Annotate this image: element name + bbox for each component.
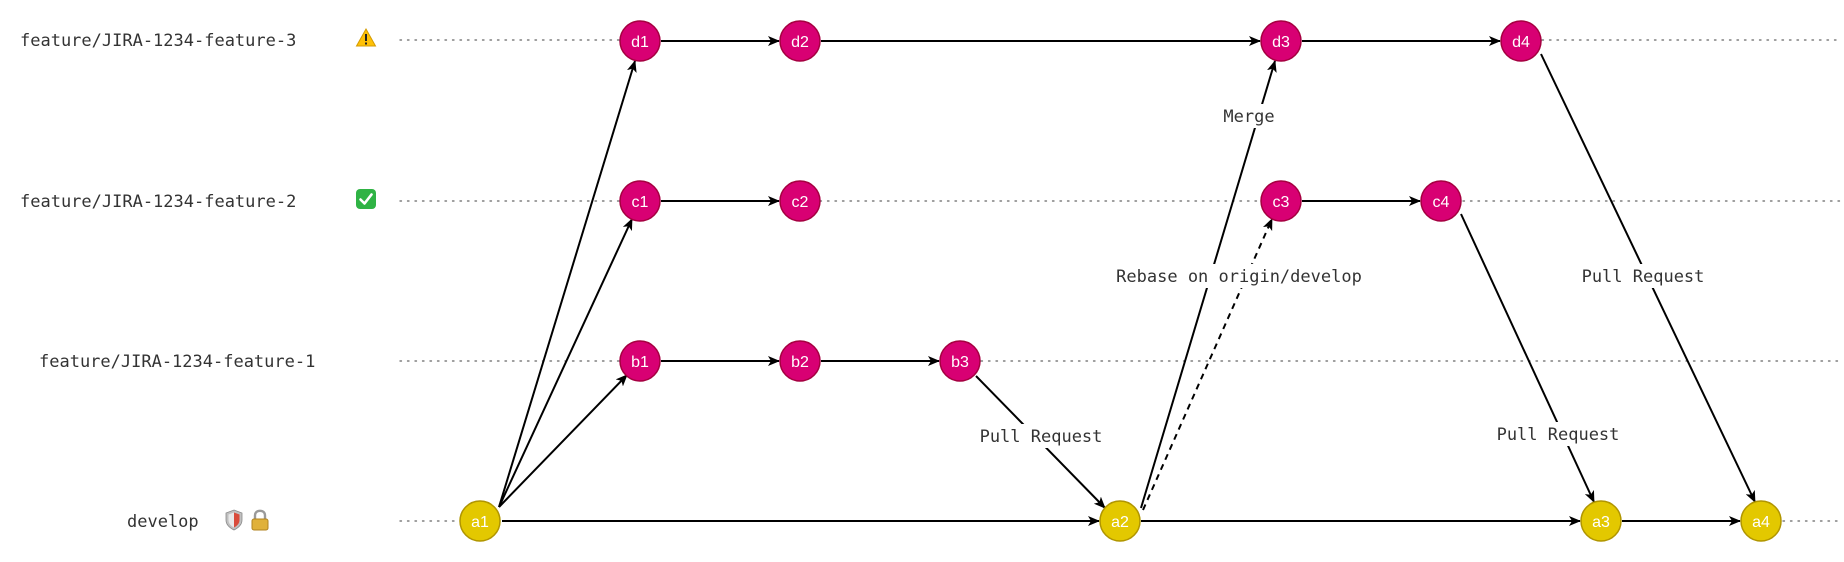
commit-label-b1: b1 xyxy=(631,354,649,371)
commit-node-a1[interactable]: a1 xyxy=(459,500,501,542)
edge-label-pull-request-c4-a3: Pull Request xyxy=(1497,425,1620,445)
commit-nodes: d1 d2 d3 d4 c1 c2 c3 c4 xyxy=(459,20,1782,542)
commit-node-c3[interactable]: c3 xyxy=(1260,180,1302,222)
commit-node-b2[interactable]: b2 xyxy=(779,340,821,382)
commit-node-d3[interactable]: d3 xyxy=(1260,20,1302,62)
edge-a1-d1 xyxy=(498,60,637,508)
edge-c4-a3 xyxy=(1460,213,1595,503)
commit-label-c1: c1 xyxy=(632,194,649,211)
shield-icon xyxy=(225,509,243,531)
commit-node-b1[interactable]: b1 xyxy=(619,340,661,382)
commit-label-a1: a1 xyxy=(471,514,489,531)
commit-node-b3[interactable]: b3 xyxy=(939,340,981,382)
commit-node-a4[interactable]: a4 xyxy=(1740,500,1782,542)
commit-label-b3: b3 xyxy=(951,354,969,371)
commit-label-c3: c3 xyxy=(1273,194,1290,211)
edge-label-pull-request-b3-a2: Pull Request xyxy=(980,427,1103,447)
commit-label-b2: b2 xyxy=(791,354,809,371)
check-mark-icon xyxy=(356,189,376,209)
commit-node-a3[interactable]: a3 xyxy=(1580,500,1622,542)
edge-a1-c1 xyxy=(498,218,633,508)
commit-node-c4[interactable]: c4 xyxy=(1420,180,1462,222)
branch-labels: feature/JIRA-1234-feature-3 feature/JIRA… xyxy=(20,27,377,532)
commit-label-c4: c4 xyxy=(1433,194,1450,211)
commit-label-d1: d1 xyxy=(631,34,649,51)
edge-label-rebase: Rebase on origin/develop xyxy=(1116,267,1362,287)
edge-a1-b1 xyxy=(498,374,628,508)
edge-label-pull-request-d4-a4: Pull Request xyxy=(1582,267,1705,287)
branch-label-feature-3: feature/JIRA-1234-feature-3 xyxy=(20,31,296,51)
commit-edges xyxy=(498,36,1756,526)
branch-label-feature-1: feature/JIRA-1234-feature-1 xyxy=(39,352,315,372)
commit-label-a4: a4 xyxy=(1752,514,1770,531)
commit-label-a3: a3 xyxy=(1592,514,1610,531)
commit-node-c1[interactable]: c1 xyxy=(619,180,661,222)
edge-labels: Merge Rebase on origin/develop Pull Requ… xyxy=(968,104,1716,448)
commit-label-d2: d2 xyxy=(791,34,809,51)
branch-label-develop: develop xyxy=(127,512,199,532)
commit-node-d2[interactable]: d2 xyxy=(779,20,821,62)
edge-label-merge: Merge xyxy=(1223,107,1274,127)
commit-label-c2: c2 xyxy=(792,194,809,211)
commit-node-d4[interactable]: d4 xyxy=(1500,20,1542,62)
commit-label-d4: d4 xyxy=(1512,34,1530,51)
lane-guides xyxy=(399,39,1841,522)
commit-label-a2: a2 xyxy=(1111,514,1129,531)
commit-label-d3: d3 xyxy=(1272,34,1290,51)
edge-a2-c3-rebase xyxy=(1142,218,1273,511)
commit-node-a2[interactable]: a2 xyxy=(1099,500,1141,542)
branch-label-feature-2: feature/JIRA-1234-feature-2 xyxy=(20,192,296,212)
commit-node-d1[interactable]: d1 xyxy=(619,20,661,62)
warning-icon xyxy=(355,27,377,47)
commit-node-c2[interactable]: c2 xyxy=(779,180,821,222)
lock-icon xyxy=(251,509,269,531)
